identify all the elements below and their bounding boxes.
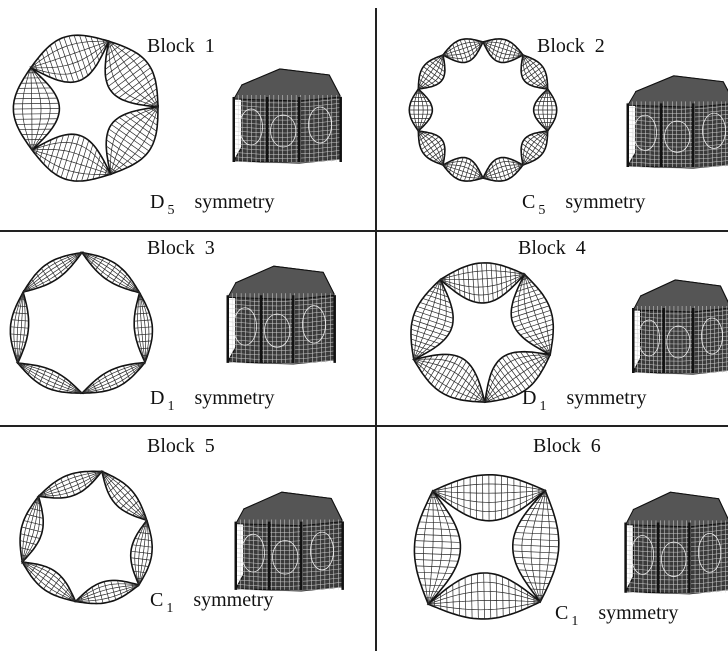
block-2-title: Block 2	[537, 35, 605, 57]
block-6-ring-mode-shape	[413, 474, 560, 620]
block-2-ring-mode-shape	[408, 38, 558, 182]
block-2-3d-shell	[626, 75, 728, 169]
block-6-3d-shell	[624, 491, 728, 595]
block-5-title: Block 5	[147, 435, 215, 457]
block-4-title: Block 4	[518, 237, 586, 259]
block-4-3d-shell	[632, 279, 728, 375]
row-divider-2	[0, 425, 728, 427]
block-5-3d-shell	[234, 491, 344, 592]
column-divider	[375, 8, 377, 651]
block-3-ring-mode-shape	[9, 251, 154, 395]
block-3-3d-shell	[226, 265, 336, 365]
block-1-title: Block 1	[147, 35, 215, 57]
block-3-title: Block 3	[147, 237, 215, 259]
block-6-title: Block 6	[533, 435, 601, 457]
block-1-3d-shell	[232, 68, 342, 164]
block-4-ring-mode-shape	[410, 262, 555, 404]
block-5-ring-mode-shape	[19, 470, 154, 605]
block-1-ring-mode-shape	[12, 34, 159, 182]
row-divider-1	[0, 230, 728, 232]
